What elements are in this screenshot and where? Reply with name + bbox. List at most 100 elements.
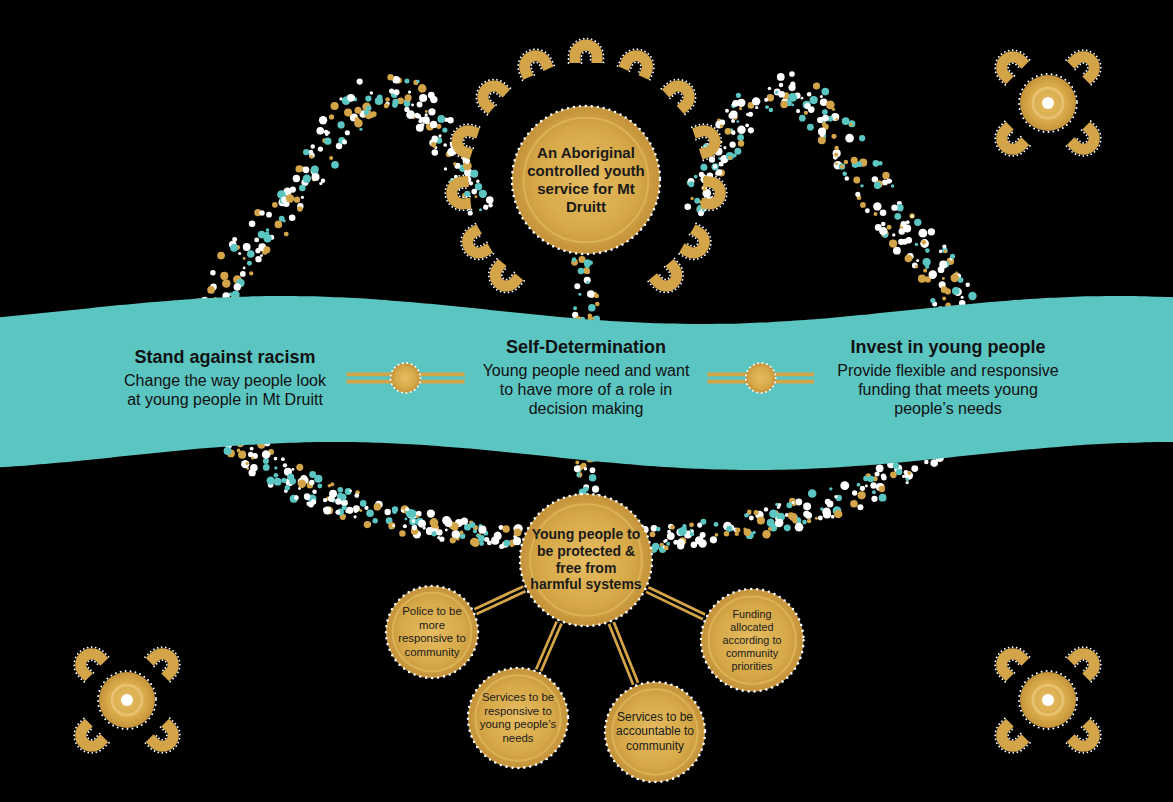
ring-dot xyxy=(834,495,837,498)
ring-dot xyxy=(753,510,758,515)
u-body xyxy=(150,723,178,751)
ring-dot xyxy=(306,502,311,507)
circle-label: Services to be responsive to young peopl… xyxy=(478,691,558,746)
ring-dot xyxy=(353,515,356,518)
ring-dot xyxy=(950,254,955,259)
ring-dot xyxy=(254,237,259,242)
u-dots xyxy=(679,223,718,266)
circle-fill xyxy=(386,586,478,678)
ring-dot xyxy=(409,518,417,526)
ring-dot xyxy=(807,519,811,523)
ring-dot xyxy=(831,515,835,519)
u-dots xyxy=(701,175,729,212)
u-symbol xyxy=(455,223,494,266)
ring-dot xyxy=(939,260,947,268)
stream-dot xyxy=(589,474,597,482)
u-body xyxy=(491,263,519,291)
ring-dot xyxy=(240,271,246,277)
ring-dot xyxy=(802,520,807,525)
ring-dot xyxy=(292,468,295,471)
stream-dot xyxy=(584,467,588,471)
u-symbol xyxy=(692,120,726,161)
ring-dot xyxy=(691,530,694,533)
turtle-dots xyxy=(1019,671,1077,729)
ring-dot xyxy=(892,233,895,236)
ring-dot xyxy=(735,527,740,532)
ring-dot xyxy=(887,225,892,230)
ring-dot xyxy=(700,519,706,525)
ring-dot xyxy=(690,197,693,200)
circle-label: Police to be more responsive to communit… xyxy=(395,605,469,660)
ring-dot xyxy=(681,527,687,533)
ring-dot xyxy=(737,125,746,134)
ring-dot xyxy=(399,530,405,536)
ring-dot xyxy=(312,490,317,495)
ring-dot xyxy=(736,120,739,123)
ring-dot xyxy=(445,529,448,532)
u-body xyxy=(997,649,1025,677)
ring-dot xyxy=(293,175,300,182)
ring-dot xyxy=(737,134,744,141)
ring-dot xyxy=(447,117,453,123)
ring-dot xyxy=(878,486,885,493)
ring-dot xyxy=(829,487,832,490)
u-dots xyxy=(988,640,1030,682)
stream-dot xyxy=(573,306,577,310)
ring-dot xyxy=(274,478,282,486)
u-symbol xyxy=(67,718,109,760)
circle-label: Funding allocated according to community… xyxy=(712,608,792,673)
ring-dot xyxy=(419,94,427,102)
ring-dot xyxy=(853,177,860,184)
u-dots xyxy=(482,258,525,299)
u-symbol xyxy=(469,72,511,114)
ring-dot xyxy=(324,138,331,145)
ring-dot xyxy=(392,99,398,105)
u-dots xyxy=(569,39,604,64)
ring-dot xyxy=(918,229,927,238)
principle-block: Invest in young peopleProvide flexible a… xyxy=(828,337,1068,418)
u-dots xyxy=(1075,658,1089,672)
ring-dot xyxy=(803,502,811,510)
ring-dot xyxy=(266,228,270,232)
ring-dot xyxy=(342,505,347,510)
u-dots xyxy=(661,72,703,114)
u-dots xyxy=(446,120,480,161)
ring-dot xyxy=(385,97,389,101)
ring-dot xyxy=(792,501,795,504)
ring-dot xyxy=(337,121,344,128)
ring-dot xyxy=(242,451,245,454)
principle-heading: Stand against racism xyxy=(118,347,333,369)
ring-dot xyxy=(880,210,887,217)
ring-dot xyxy=(845,176,850,181)
ring-dot xyxy=(788,93,797,102)
ring-dot xyxy=(678,527,687,536)
ring-dot xyxy=(700,164,707,171)
u-symbol xyxy=(618,44,660,81)
u-body xyxy=(1071,126,1099,154)
goal-circle: Young people to be protected & free from… xyxy=(518,492,654,628)
connector-knot-dots xyxy=(391,363,421,393)
ring-dot xyxy=(744,529,752,537)
ring-dot xyxy=(795,499,802,506)
circle-dotted-border xyxy=(701,589,803,691)
ring-dot xyxy=(920,239,929,248)
stream-dot xyxy=(575,461,579,465)
u-body xyxy=(682,229,709,257)
ring-dot xyxy=(842,172,847,177)
u-dots xyxy=(487,91,502,105)
ring-dot xyxy=(820,133,824,137)
u-body xyxy=(997,52,1025,80)
goal-circle: Police to be more responsive to communit… xyxy=(384,584,480,680)
connector-outer xyxy=(647,590,704,617)
ring-dot xyxy=(815,517,818,520)
ring-dot xyxy=(803,101,811,109)
ring-dot xyxy=(835,162,838,165)
circle-text-wrap: Funding allocated according to community… xyxy=(712,608,792,673)
circle-dotted-border xyxy=(605,682,705,782)
ring-dot xyxy=(762,530,770,538)
ring-dot xyxy=(232,237,237,242)
u-body xyxy=(666,81,694,109)
ring-dot xyxy=(768,87,771,90)
ring-dot xyxy=(323,507,331,515)
ring-dot xyxy=(468,210,473,215)
